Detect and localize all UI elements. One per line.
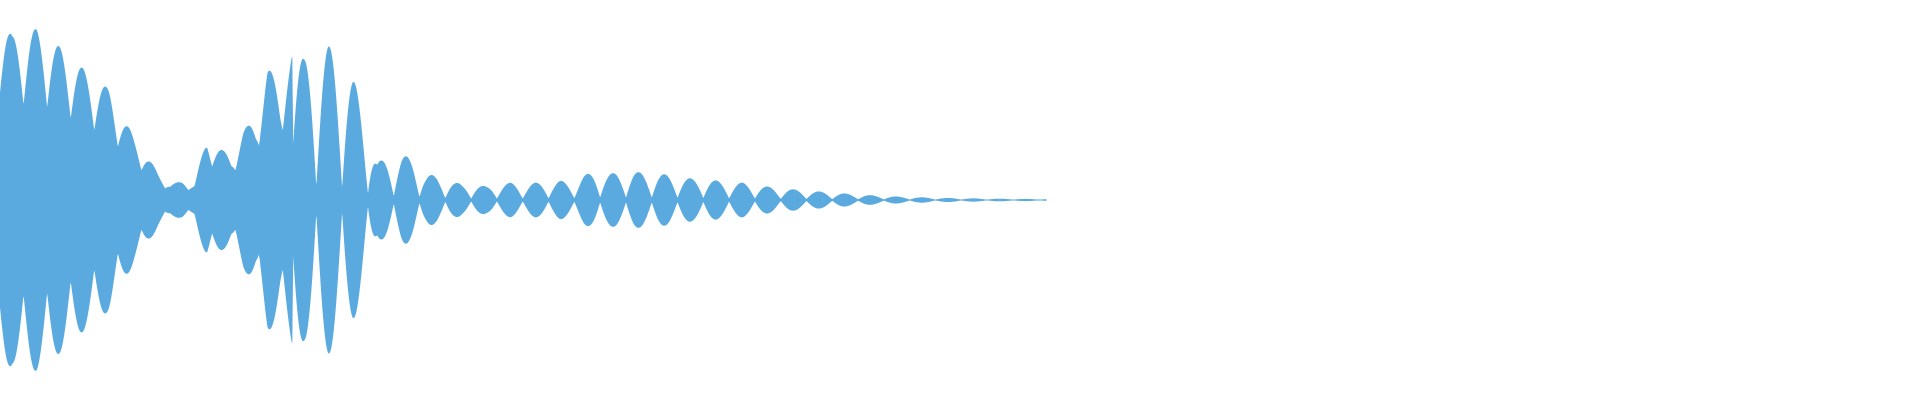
waveform-shape <box>0 29 1047 371</box>
